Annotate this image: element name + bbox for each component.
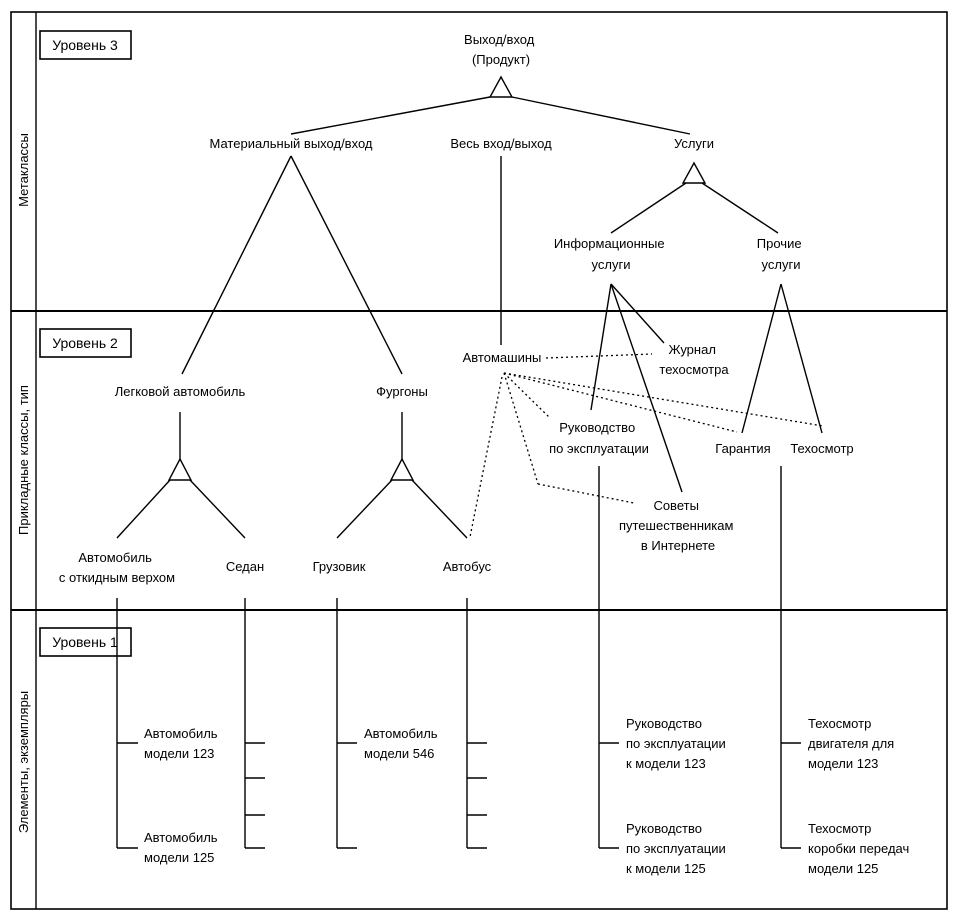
triangle-passenger-car (167, 457, 193, 481)
node-labels: Выход/вход (Продукт) Материальный выход/… (59, 32, 913, 876)
instance-car-123: Автомобиль модели 123 (144, 726, 221, 761)
level-3-label: Уровень 3 (52, 37, 118, 53)
instance-engine-inspection: Техосмотр двигателя для модели 123 (808, 716, 898, 771)
level-3-box: Уровень 3 (39, 30, 132, 60)
node-whole: Весь вход/выход (450, 136, 552, 151)
instance-manual-123: Руководство по эксплуатации к модели 123 (626, 716, 729, 771)
node-cars: Автомашины (463, 350, 542, 365)
node-sedan: Седан (226, 559, 264, 574)
node-vans: Фургоны (376, 384, 428, 399)
side-label-metaclasses: Метаклассы (16, 133, 31, 207)
solid-connectors (116, 96, 823, 849)
node-root: Выход/вход (Продукт) (464, 32, 538, 67)
node-passenger-car: Легковой автомобиль (115, 384, 246, 399)
instance-gearbox-inspection: Техосмотр коробки передач модели 125 (808, 821, 913, 876)
triangle-vans (389, 457, 415, 481)
instance-manual-125: Руководство по эксплуатации к модели 125 (626, 821, 729, 876)
level-2-label: Уровень 2 (52, 335, 118, 351)
triangle-services (681, 161, 707, 184)
level-1-label: Уровень 1 (52, 634, 118, 650)
node-travel-tips: Советы путешественникам в Интернете (619, 498, 737, 553)
node-warranty: Гарантия (715, 441, 770, 456)
instance-car-125: Автомобиль модели 125 (144, 830, 221, 865)
node-manual: Руководство по эксплуатации (549, 420, 649, 456)
node-truck: Грузовик (313, 559, 366, 574)
node-convertible: Автомобиль с откидным верхом (59, 550, 175, 585)
dotted-associations (469, 353, 824, 538)
instance-car-546: Автомобиль модели 546 (364, 726, 441, 761)
node-bus: Автобус (443, 559, 492, 574)
node-info-services: Информационные услуги (554, 236, 668, 272)
triangle-root (488, 75, 514, 98)
generalization-triangles (167, 75, 707, 481)
level-2-box: Уровень 2 (39, 328, 132, 358)
node-material: Материальный выход/вход (210, 136, 373, 151)
side-label-elements: Элементы, экземпляры (16, 691, 31, 833)
diagram-frame (10, 11, 948, 910)
node-inspection: Техосмотр (790, 441, 853, 456)
level-1-box: Уровень 1 (39, 627, 132, 657)
node-other-services: Прочие услуги (757, 236, 805, 272)
side-label-applied-classes: Прикладные классы, тип (16, 385, 31, 535)
node-service-log: Журнал техосмотра (659, 342, 729, 377)
node-services: Услуги (674, 136, 714, 151)
